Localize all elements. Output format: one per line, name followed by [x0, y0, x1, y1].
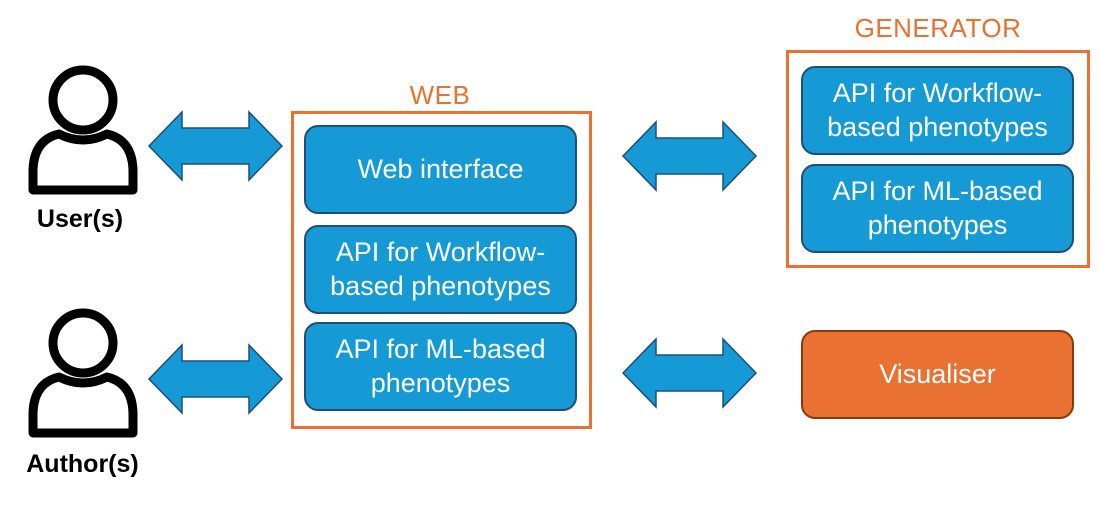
user-label: User(s): [36, 205, 124, 233]
web-api-ml-line1: API for ML-based: [335, 334, 546, 365]
generator-api-ml-line2: phenotypes: [867, 209, 1008, 240]
generator-api-ml-line1: API for ML-based: [832, 176, 1043, 207]
visualiser-box: Visualiser: [801, 330, 1074, 419]
user-person-icon: [28, 65, 138, 195]
web-interface-text: Web interface: [357, 153, 524, 184]
author-label: Author(s): [26, 450, 139, 478]
web-api-ml-line2: phenotypes: [370, 367, 511, 398]
web-generator-arrow-icon: [621, 120, 758, 192]
web-group-frame: [291, 111, 592, 429]
generator-api-workflow-line2: based phenotypes: [827, 111, 1048, 142]
generator-api-workflow-box: API for Workflow- based phenotypes: [801, 66, 1074, 155]
web-api-workflow-line1: API for Workflow-: [335, 237, 546, 268]
author-person-icon: [28, 308, 138, 438]
generator-group-label: GENERATOR: [854, 13, 1022, 43]
generator-api-workflow-line1: API for Workflow-: [832, 78, 1043, 109]
web-group-label: WEB: [409, 80, 471, 110]
author-web-arrow-icon: [147, 343, 284, 415]
web-api-workflow-box: API for Workflow- based phenotypes: [304, 225, 577, 314]
web-visualiser-arrow-icon: [621, 337, 758, 409]
web-api-workflow-line2: based phenotypes: [330, 270, 551, 301]
web-api-ml-box: API for ML-based phenotypes: [304, 322, 577, 411]
web-interface-box: Web interface: [304, 125, 577, 214]
user-web-arrow-icon: [147, 110, 284, 182]
visualiser-text: Visualiser: [879, 358, 996, 389]
generator-group-frame: [786, 50, 1090, 268]
generator-api-ml-box: API for ML-based phenotypes: [801, 164, 1074, 253]
